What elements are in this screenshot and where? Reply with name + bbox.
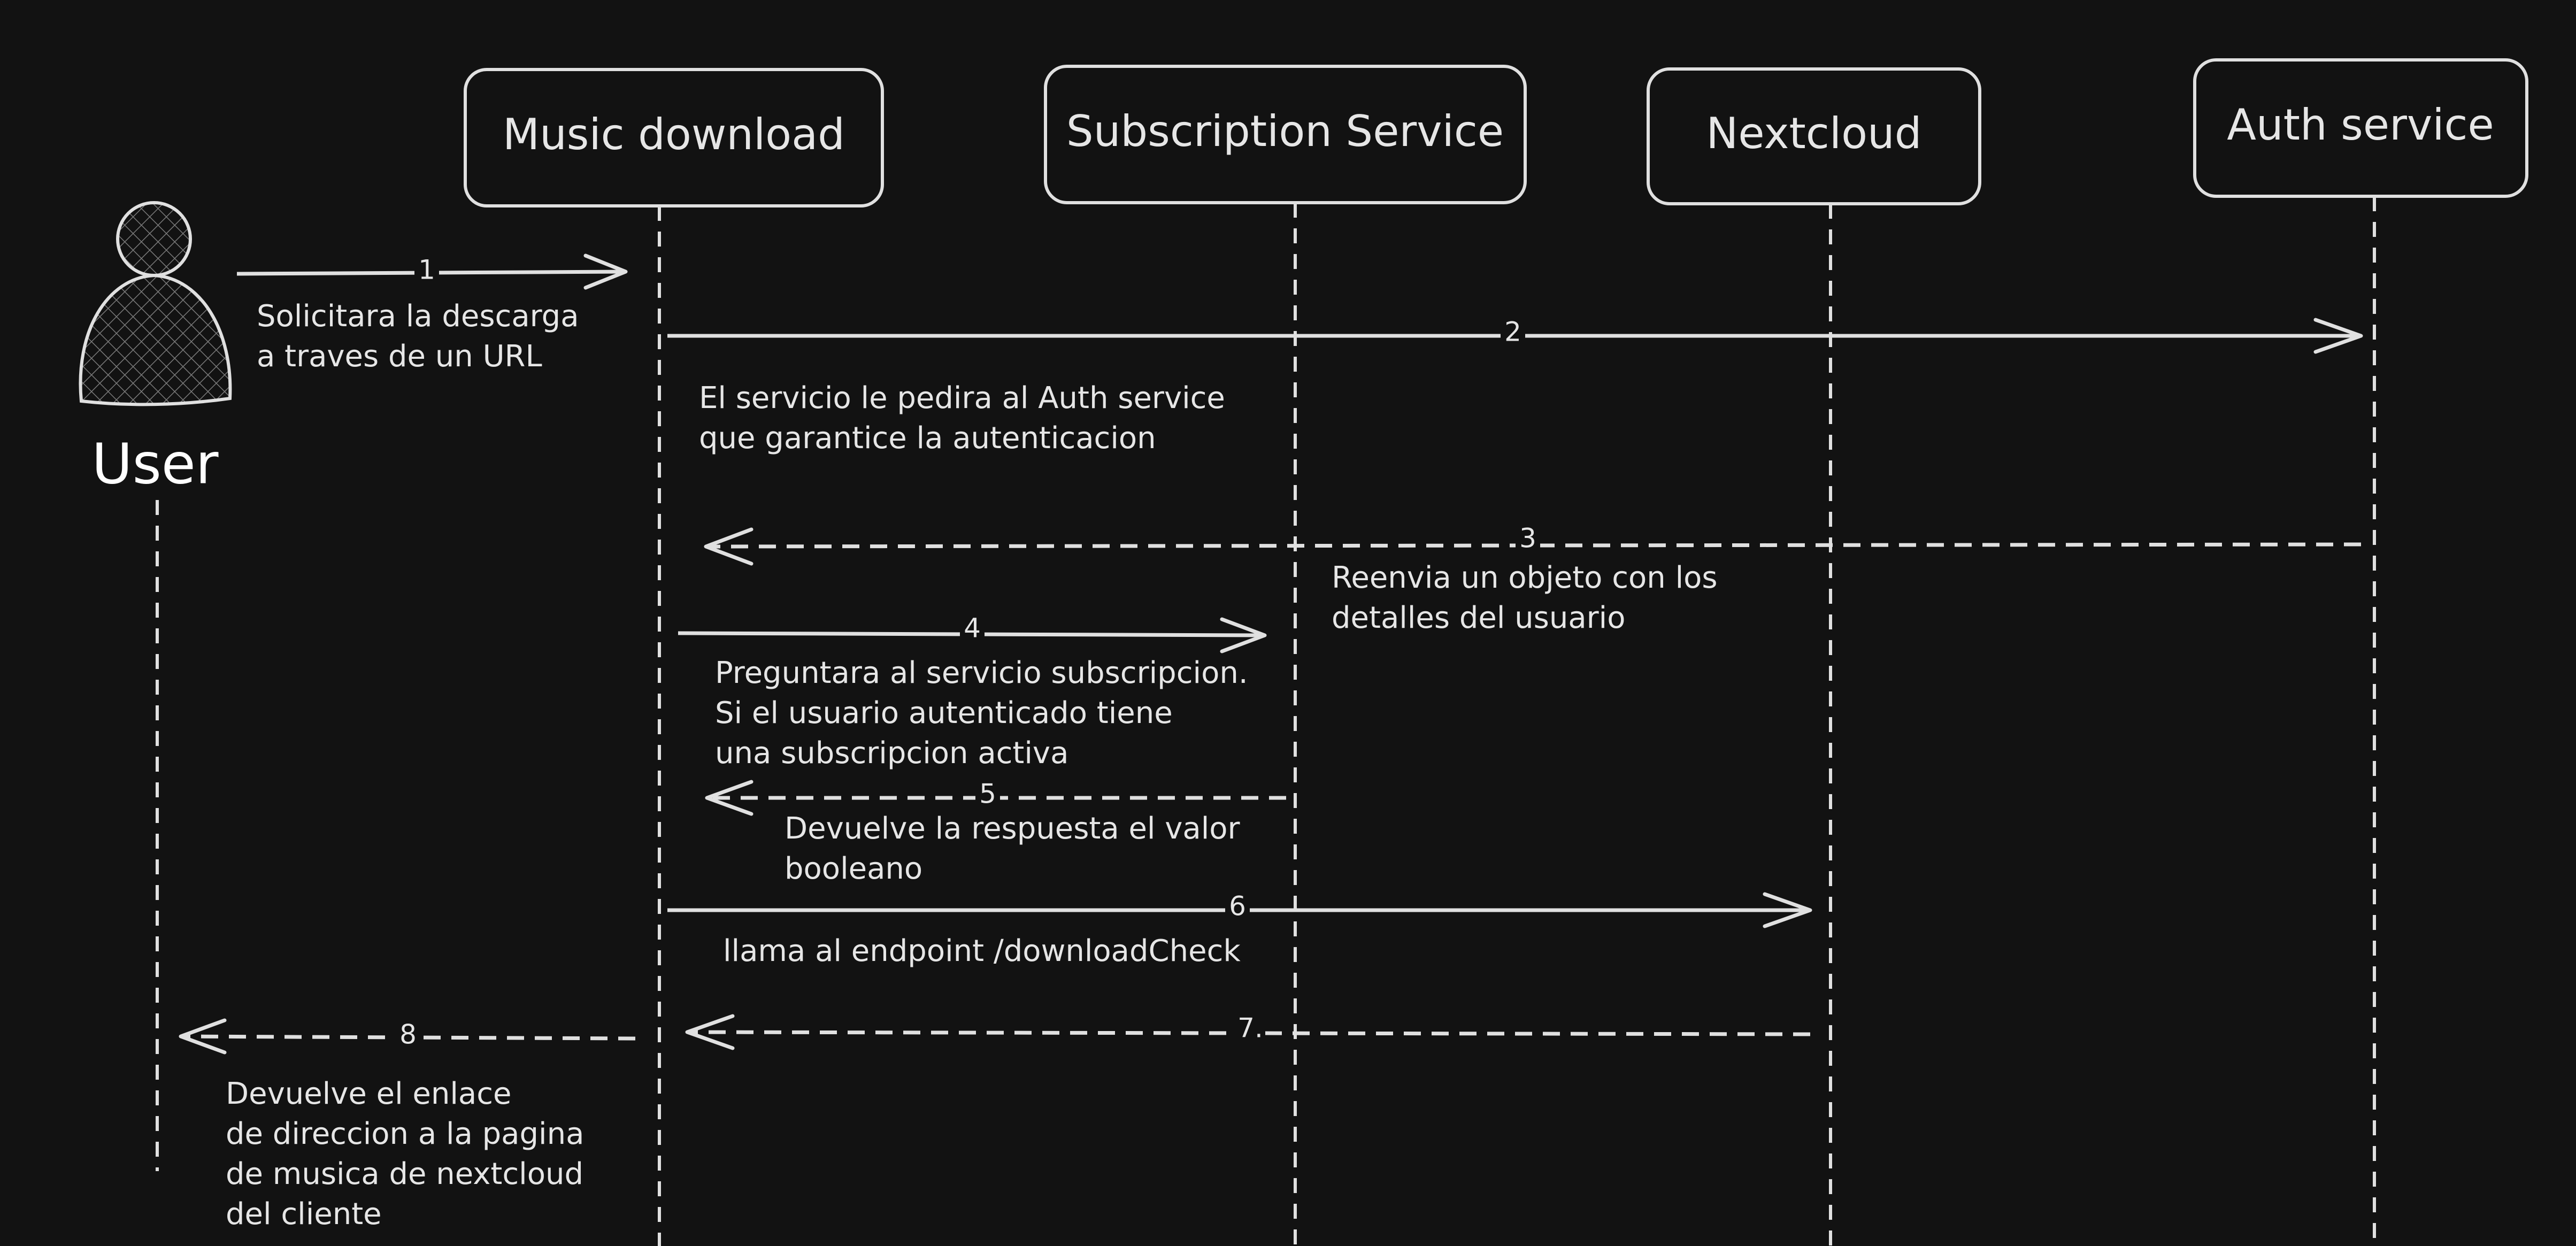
message-number: 4 (964, 613, 981, 644)
message-note-line: Reenvia un objeto con los (1332, 560, 1718, 595)
message-1: 1 Solicitara la descarga a traves de un … (236, 253, 628, 374)
user-icon (79, 201, 232, 406)
message-4: 4 Preguntara al servicio subscripcion. S… (678, 613, 1267, 771)
participant-nextcloud: Nextcloud (1647, 67, 1981, 1246)
message-note-line: Solicitara la descarga (257, 299, 579, 334)
message-note-line: El servicio le pedira al Auth service (699, 381, 1225, 416)
message-number: 8 (399, 1019, 417, 1050)
message-note-line: que garantice la autenticacion (699, 421, 1156, 456)
participant-subscription-service: Subscription Service (1044, 65, 1527, 1246)
participant-label: Subscription Service (1066, 106, 1504, 156)
participant-box (1647, 67, 1981, 205)
message-note-line: del cliente (226, 1197, 382, 1232)
arrowhead-left-icon (704, 527, 753, 566)
message-note-line: a traves de un URL (257, 339, 542, 374)
participant-music-download: Music download (464, 68, 884, 1246)
message-3: 3 Reenvia un objeto con los detalles del… (704, 523, 2362, 635)
message-5: 5 Devuelve la respuesta el valor boolean… (705, 779, 1286, 886)
message-note-line: llama al endpoint /downloadCheck (723, 934, 1241, 968)
message-8: 8 Devuelve el enlace de direccion a la p… (179, 1018, 636, 1232)
message-number: 6 (1229, 891, 1246, 922)
message-note-line: una subscripcion activa (715, 736, 1068, 771)
arrowhead-right-icon (2313, 318, 2363, 354)
arrowhead-left-icon (179, 1018, 227, 1055)
arrowhead-right-icon (1763, 892, 1812, 928)
participant-auth-service: Auth service (2193, 58, 2528, 1246)
message-number: 5 (979, 779, 996, 810)
user-actor: User (79, 201, 232, 1171)
message-number: 2 (1504, 317, 1521, 348)
message-note-line: de musica de nextcloud (226, 1157, 583, 1191)
message-note-line: booleano (785, 851, 922, 886)
participant-label: Music download (503, 110, 845, 159)
message-number: 1 (418, 255, 435, 286)
arrowhead-right-icon (1220, 617, 1267, 653)
message-note-line: Devuelve el enlace (226, 1076, 512, 1111)
message-6: 6 llama al endpoint /downloadCheck (667, 891, 1812, 968)
arrowhead-left-icon (685, 1014, 735, 1050)
message-note-line: de direccion a la pagina (226, 1117, 584, 1151)
message-2: 2 El servicio le pedira al Auth service … (667, 317, 2363, 456)
message-number: 3 (1519, 523, 1536, 554)
participant-box (2193, 58, 2528, 198)
message-arrow-line (705, 542, 2362, 549)
message-7: 7. (685, 1013, 1811, 1050)
message-note-line: Preguntara al servicio subscripcion. (715, 656, 1248, 690)
arrowhead-left-icon (705, 780, 753, 816)
message-note-line: Devuelve la respuesta el valor (785, 811, 1241, 846)
message-number: 7. (1237, 1013, 1263, 1044)
participant-label: Nextcloud (1706, 109, 1921, 158)
message-note-line: detalles del usuario (1332, 601, 1626, 635)
user-label: User (91, 431, 218, 496)
participant-label: Auth service (2227, 100, 2494, 150)
participant-box (464, 68, 884, 207)
message-note-line: Si el usuario autenticado tiene (715, 696, 1173, 730)
arrowhead-right-icon (583, 253, 628, 290)
participant-box (1044, 65, 1527, 204)
